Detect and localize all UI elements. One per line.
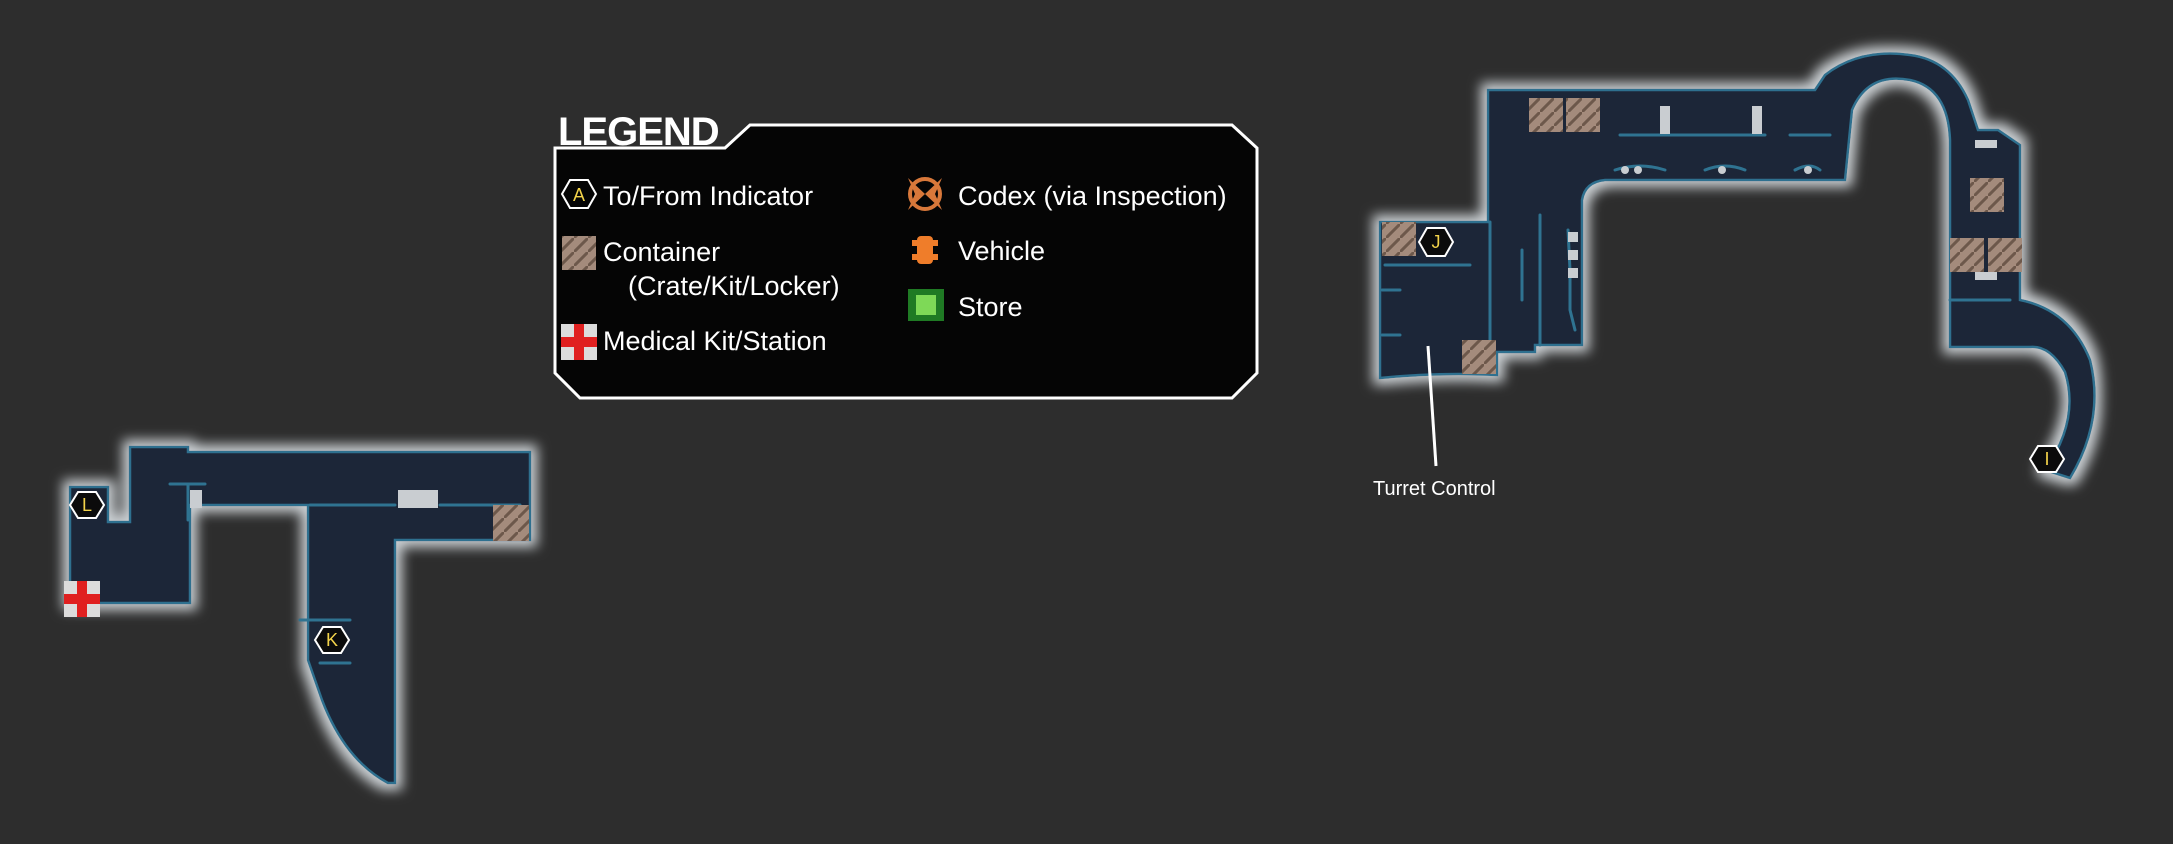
container-icon [1382, 222, 1416, 256]
marker-i-label: I [2044, 449, 2049, 469]
legend-item-to-from: A To/From Indicator [560, 179, 813, 211]
window [1975, 272, 1997, 280]
legend-item-codex: Codex (via Inspection) [908, 177, 1227, 211]
legend-label: Medical Kit/Station [603, 326, 827, 356]
window [1568, 250, 1578, 260]
window [1752, 106, 1762, 134]
legend-sublabel: (Crate/Kit/Locker) [628, 271, 840, 301]
container-icon [1950, 238, 1984, 272]
window [1568, 232, 1578, 242]
container-icon [1566, 98, 1600, 132]
turret-control-leader-line [1426, 345, 1438, 467]
marker-j-label: J [1432, 232, 1441, 252]
window [1718, 166, 1726, 174]
medical-kit-icon [64, 581, 100, 617]
legend-label: Vehicle [958, 236, 1045, 266]
window [1660, 106, 1670, 134]
container-icon [562, 236, 596, 270]
container-icon [1462, 340, 1496, 374]
codex-icon [908, 177, 942, 211]
legend-marker-letter: A [573, 185, 585, 205]
window [1804, 166, 1812, 174]
marker-k-label: K [326, 630, 338, 650]
window [190, 490, 202, 508]
legend-label: To/From Indicator [603, 181, 813, 211]
marker-i[interactable]: I [2028, 445, 2066, 473]
window [1975, 140, 1997, 148]
legend-box [553, 123, 1259, 400]
hexagon-marker-icon [560, 179, 598, 209]
left-map-floor [68, 445, 532, 785]
container-icon [493, 505, 529, 541]
window [1621, 166, 1629, 174]
legend-label: Store [958, 292, 1023, 322]
marker-l[interactable]: L [68, 491, 106, 519]
window [398, 490, 438, 508]
legend-item-vehicle: Vehicle [912, 236, 1045, 266]
legend-label: Container [603, 237, 720, 267]
container-icon [1529, 98, 1563, 132]
marker-k[interactable]: K [313, 626, 351, 654]
medical-cross-icon [561, 324, 597, 360]
right-partition [1703, 164, 1747, 172]
left-map-section: L K [64, 445, 532, 785]
legend-title: LEGEND [558, 110, 719, 154]
turret-control-label: Turret Control [1373, 478, 1496, 500]
legend-item-medical: Medical Kit/Station [561, 324, 827, 360]
legend-panel: LEGEND A To/From Indicator Container (Cr… [553, 110, 1259, 400]
marker-j[interactable]: J [1417, 227, 1455, 257]
legend-label: Codex (via Inspection) [958, 181, 1227, 211]
legend-item-container: Container (Crate/Kit/Locker) [562, 236, 840, 301]
legend-item-store: Store [908, 289, 1023, 322]
container-icon [1988, 238, 2022, 272]
store-icon [908, 289, 944, 321]
container-icon [1970, 178, 2004, 212]
marker-l-label: L [82, 495, 92, 515]
vehicle-icon [912, 236, 938, 264]
right-partition [1793, 164, 1822, 172]
window [1634, 166, 1642, 174]
right-map-floor [1378, 52, 2096, 480]
right-partition [1613, 164, 1667, 172]
right-map-section: J I Turret Control [1373, 52, 2096, 500]
window [1568, 268, 1578, 278]
